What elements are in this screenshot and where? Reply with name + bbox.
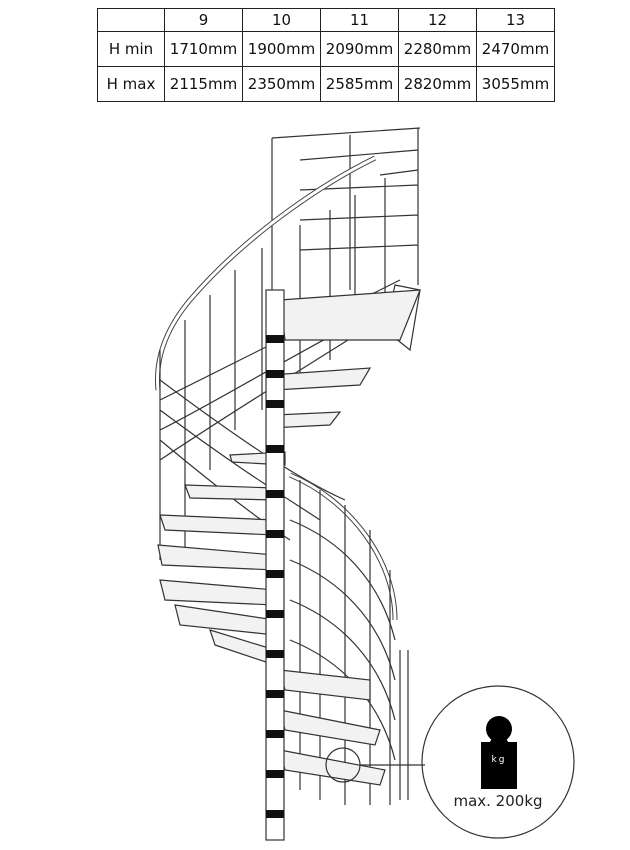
table-cell: 3055mm [476,66,555,102]
max-load-caption: max. 200kg [453,792,543,810]
table-row: H min 1710mm 1900mm 2090mm 2280mm 2470mm [97,31,555,67]
header-cell: 13 [476,8,555,32]
header-cell: 11 [320,8,399,32]
row-label: H max [97,66,165,102]
table-cell: 2280mm [398,31,477,67]
lower-handrail [289,472,409,805]
table-cell: 2090mm [320,31,399,67]
header-cell: 10 [242,8,321,32]
table-cell: 1710mm [164,31,243,67]
row-label: H min [97,31,165,67]
table-cell: 2350mm [242,66,321,102]
height-table: 9 10 11 12 13 H min 1710mm 1900mm 2090mm… [97,8,555,102]
table-row: H max 2115mm 2350mm 2585mm 2820mm 3055mm [97,66,555,102]
table-cell: 2470mm [476,31,555,67]
table-cell: 2820mm [398,66,477,102]
treads [157,289,421,786]
weight-icon [481,716,517,789]
table-cell: 2115mm [164,66,243,102]
central-pole [265,289,285,841]
weight-icon-label: kg [491,755,507,765]
load-callout-circle [421,685,575,839]
